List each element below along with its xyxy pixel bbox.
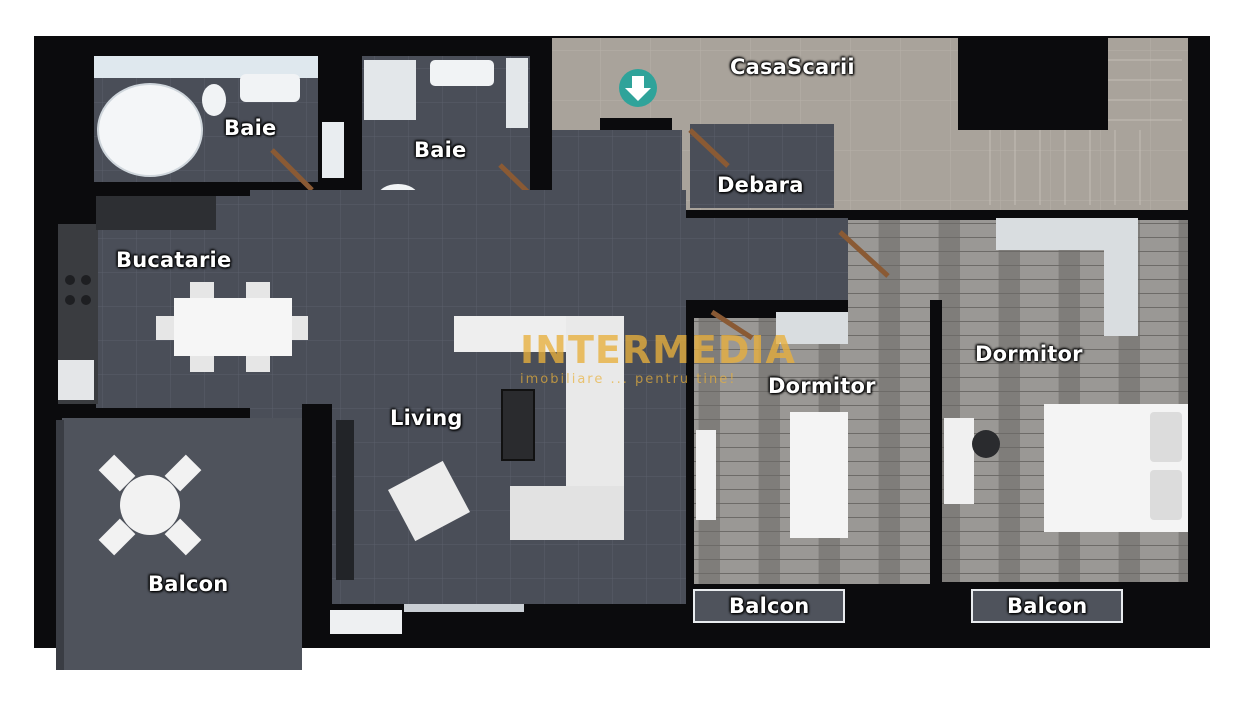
room-label-balcon-left: Balcon	[148, 572, 229, 596]
watermark-tagline: imobiliare ... pentru tine!	[520, 372, 737, 387]
balcony-center-floor	[693, 589, 845, 623]
armchair	[388, 460, 470, 542]
dining-chairs	[156, 282, 308, 372]
room-label-balcon-right: Balcon	[1007, 594, 1088, 618]
room-label-casa-scarii: CasaScarii	[730, 55, 855, 79]
sink-center	[430, 60, 494, 86]
room-label-bucatarie: Bucatarie	[116, 248, 232, 272]
balcony-right-floor	[971, 589, 1123, 623]
debara-floor	[690, 124, 834, 208]
room-label-living: Living	[390, 406, 463, 430]
door-debara	[688, 128, 730, 168]
room-label-baie-center: Baie	[414, 138, 467, 162]
sink-left	[240, 74, 300, 102]
room-label-baie-left: Baie	[224, 116, 277, 140]
toilet-left	[202, 84, 226, 116]
patio-set	[98, 454, 202, 556]
stairs	[989, 59, 1182, 205]
door-baie-left	[270, 148, 314, 192]
arrow-down-icon	[625, 76, 651, 101]
room-label-dormitor-right: Dormitor	[975, 342, 1083, 366]
door-dormitor-right	[838, 230, 890, 278]
room-label-debara: Debara	[717, 173, 804, 197]
room-label-balcon-center: Balcon	[729, 594, 810, 618]
corridor-floor	[682, 218, 848, 300]
watermark-logo-text: INTERMEDIA	[520, 328, 796, 372]
stair-block	[958, 38, 1108, 130]
tv-unit	[336, 420, 354, 580]
wardrobe-right	[996, 218, 1138, 250]
sofa-front	[510, 486, 624, 540]
coffee-table	[501, 389, 535, 461]
cooktop	[65, 275, 91, 305]
door-dormitor-center	[710, 309, 754, 341]
bathtub	[97, 83, 203, 177]
dining-table	[174, 298, 292, 356]
room-label-dormitor-center: Dormitor	[768, 374, 876, 398]
